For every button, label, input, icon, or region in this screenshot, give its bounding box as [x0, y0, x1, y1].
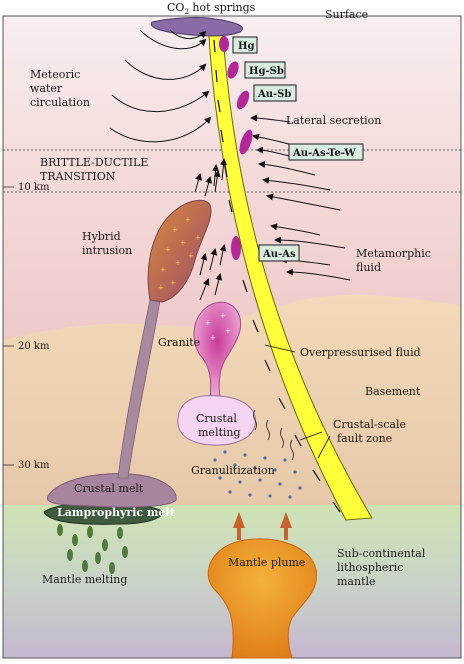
crustal-scale-label-1: Crustal-scale — [333, 418, 406, 431]
subcontinental-label-1: Sub-continental — [337, 547, 426, 560]
mantle-plume-label: Mantle plume — [228, 556, 305, 569]
svg-text:+: + — [188, 252, 194, 260]
hybrid-crosses: ++ ++ ++ ++ ++ — [158, 216, 201, 292]
metamorphic-label-1: Metamorphic — [356, 247, 431, 260]
crustal-scale-label-2: fault zone — [337, 432, 392, 445]
svg-text:+: + — [180, 239, 186, 247]
meteoric-label-2: water — [30, 82, 63, 95]
subcontinental-label-2: lithospheric — [337, 561, 403, 574]
metamorphic-label-2: fluid — [356, 261, 381, 274]
granulitization-label: Granulitization — [191, 464, 275, 477]
svg-text:+: + — [205, 319, 211, 327]
svg-text:+: + — [165, 246, 171, 254]
crustal-melt-label: Crustal melt — [74, 482, 144, 495]
plume-arrows — [233, 512, 292, 540]
brittle-ductile-label: BRITTLE-DUCTILE — [40, 156, 148, 169]
svg-text:+: + — [158, 284, 164, 292]
depth-30km-label: 30 km — [18, 460, 50, 471]
crustal-melting-label-2: melting — [198, 426, 241, 439]
meteoric-arrows — [109, 29, 212, 143]
mantle-plume — [207, 538, 317, 659]
hot-spring-pool — [150, 17, 243, 37]
granulitization-dots — [213, 450, 302, 499]
fluid-up-arrows — [194, 158, 227, 301]
basement-label: Basement — [365, 385, 421, 398]
granite-crosses: + + + + — [205, 312, 231, 342]
svg-text:+: + — [185, 216, 191, 224]
svg-text:+: + — [170, 279, 176, 287]
crustal-melting-blob — [177, 395, 256, 446]
svg-text:+: + — [195, 234, 201, 242]
depth-20km-label: 20 km — [18, 341, 50, 352]
deposit-box-hg-sb: Hg-Sb — [244, 61, 286, 79]
granite-body — [193, 301, 242, 401]
lateral-secretion-label: Lateral secretion — [286, 114, 381, 127]
crustal-melting-label-1: Crustal — [196, 412, 237, 425]
deposit-hg-sb: Hg-Sb — [249, 66, 284, 77]
hybrid-intrusion — [147, 199, 212, 303]
mantle-melting-label: Mantle melting — [42, 573, 127, 586]
surface-label: Surface — [325, 8, 368, 21]
meteoric-label-1: Meteoric — [30, 68, 80, 81]
deposit-box-au-as-te-w: Au-As-Te-W — [288, 143, 364, 161]
co2-hot-springs-label: CO2 hot springs — [167, 1, 256, 16]
overpressurised-label: Overpressurised fluid — [300, 346, 421, 359]
meteoric-label-3: circulation — [30, 96, 90, 109]
lamprophyric-label: Lamprophyric melt — [57, 506, 176, 519]
lateral-arrows — [250, 114, 351, 281]
deposit-box-au-as: Au-As — [258, 244, 300, 262]
svg-text:+: + — [172, 226, 178, 234]
svg-text:+: + — [225, 327, 231, 335]
deposit-au-as-te-w: Au-As-Te-W — [292, 148, 356, 159]
hybrid-label-1: Hybrid — [82, 230, 121, 243]
svg-text:+: + — [210, 334, 216, 342]
deposit-au-sb: Au-Sb — [257, 89, 291, 100]
hybrid-label-2: intrusion — [82, 244, 132, 257]
svg-text:+: + — [220, 312, 226, 320]
deposit-hg: Hg — [238, 41, 254, 52]
pointer-lines — [264, 344, 331, 459]
granite-label: Granite — [158, 336, 200, 349]
crustal-melt-pool — [46, 473, 177, 508]
svg-text:+: + — [160, 266, 166, 274]
deposit-au-as: Au-As — [262, 249, 296, 260]
mantle-melting-droplets — [57, 524, 128, 574]
subcontinental-label-3: mantle — [337, 575, 376, 588]
svg-text:+: + — [175, 259, 181, 267]
deposit-box-hg: Hg — [232, 36, 258, 54]
ore-lenses — [219, 36, 253, 260]
deposit-box-au-sb: Au-Sb — [253, 84, 297, 102]
depth-10km-label: 10 km — [18, 182, 50, 193]
transition-label: TRANSITION — [40, 170, 116, 183]
granulitization-squiggles — [253, 409, 294, 461]
